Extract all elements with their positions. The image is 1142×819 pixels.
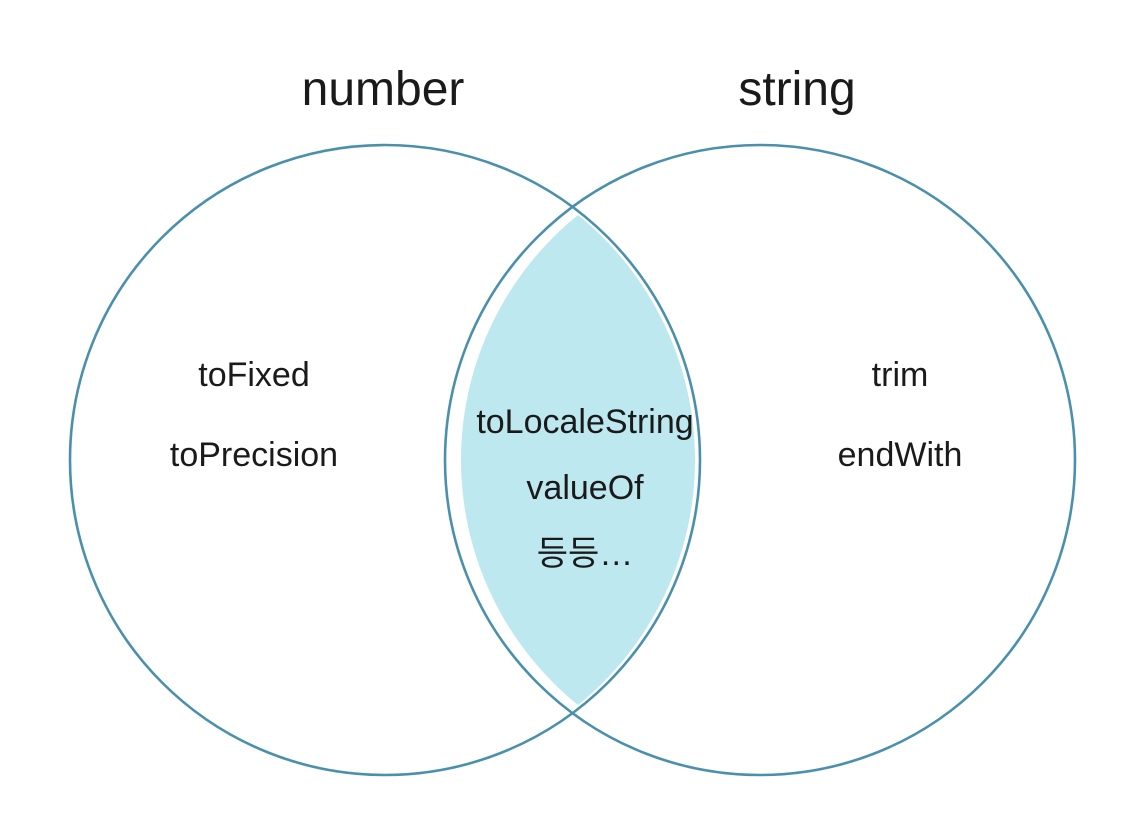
member-label: valueOf [526, 469, 644, 507]
member-label: toPrecision [169, 436, 339, 474]
member-label: trim [871, 356, 929, 394]
circle-string [443, 143, 1077, 777]
member-label: 등등… [536, 535, 634, 573]
member-label: endWith [837, 436, 963, 474]
number-only-members: toFixed toPrecision [104, 358, 404, 472]
intersection-members: toLocaleString valueOf 등등… [435, 405, 735, 571]
intersection-region [460, 215, 696, 705]
circle-number [68, 143, 702, 777]
member-label: toLocaleString [476, 403, 694, 441]
string-only-members: trim endWith [760, 358, 1040, 472]
set-title-string: string [738, 63, 856, 116]
set-title-number: number [301, 63, 465, 116]
member-label: toFixed [198, 356, 310, 394]
